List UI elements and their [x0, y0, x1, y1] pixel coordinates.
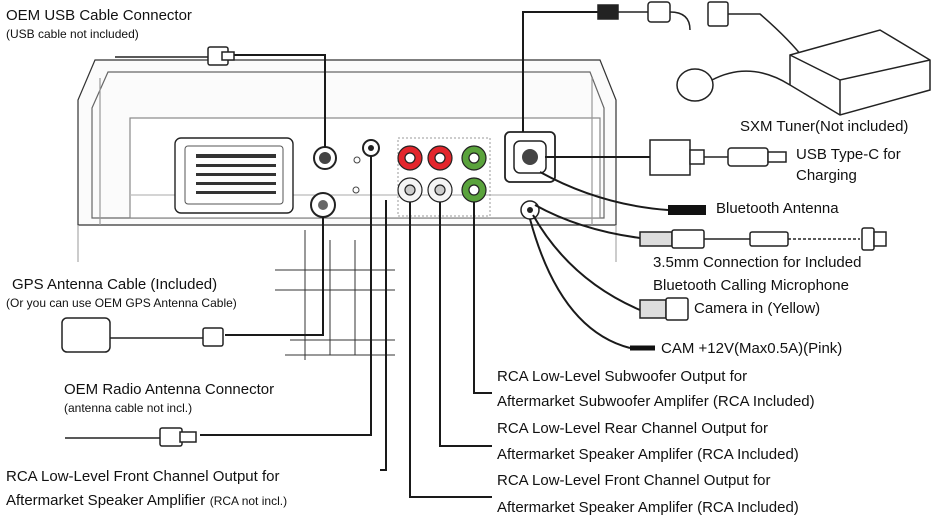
rca-front-incl-label-2: Aftermarket Speaker Amplifer (RCA Includ…: [497, 499, 799, 516]
rca-front-notincl-note: (RCA not incl.): [209, 494, 288, 508]
camera-plug-icon: [639, 297, 689, 321]
rca-rear-label-1: RCA Low-Level Rear Channel Output for: [497, 420, 768, 437]
oem-usb-label: OEM USB Cable Connector: [6, 7, 192, 24]
oem-usb-note: (USB cable not included): [6, 27, 139, 41]
rca-sub-label-2: Aftermarket Subwoofer Amplifer (RCA Incl…: [497, 393, 815, 410]
usb-typec-label-1: USB Type-C for: [796, 146, 901, 163]
rca-sub-label-1: RCA Low-Level Subwoofer Output for: [497, 368, 748, 385]
mic-label-2: Bluetooth Calling Microphone: [653, 277, 849, 294]
rca-front-incl-label-1: RCA Low-Level Front Channel Output for: [497, 472, 771, 489]
mic-label-1: 3.5mm Connection for Included: [653, 254, 862, 271]
oem-radio-note: (antenna cable not incl.): [64, 401, 193, 415]
leader-lines: [200, 11, 669, 498]
radio-antenna-plug-icon: [65, 427, 197, 447]
rca-front-notincl-line2: Aftermarket Speaker Amplifier: [6, 492, 206, 509]
sxm-tuner-label: SXM Tuner(Not included): [740, 118, 909, 135]
oem-radio-label: OEM Radio Antenna Connector: [64, 381, 275, 398]
main-harness-connector: [174, 137, 294, 214]
bluetooth-antenna-label: Bluetooth Antenna: [716, 200, 839, 217]
gps-antenna-icon: [61, 317, 224, 353]
gps-note: (Or you can use OEM GPS Antenna Cable): [6, 296, 237, 310]
usb-typec-label-2: Charging: [796, 167, 857, 184]
usb-cable-icon: [115, 46, 235, 66]
rca-front-notincl-label-2: Aftermarket Speaker Amplifier (RCA not i…: [6, 492, 287, 510]
rca-jacks: [397, 145, 487, 203]
microphone-icon: [639, 227, 887, 251]
usb-typec-cable-icon: [649, 139, 787, 176]
bluetooth-antenna-icon: [668, 205, 706, 215]
camera-in-label: Camera in (Yellow): [694, 300, 821, 317]
sxm-tuner-icon: [597, 1, 931, 116]
rca-rear-label-2: Aftermarket Speaker Amplifer (RCA Includ…: [497, 446, 799, 463]
cam-power-label: CAM +12V(Max0.5A)(Pink): [661, 340, 843, 357]
rca-front-notincl-label-1: RCA Low-Level Front Channel Output for: [6, 468, 280, 485]
gps-label: GPS Antenna Cable (Included): [12, 276, 218, 293]
